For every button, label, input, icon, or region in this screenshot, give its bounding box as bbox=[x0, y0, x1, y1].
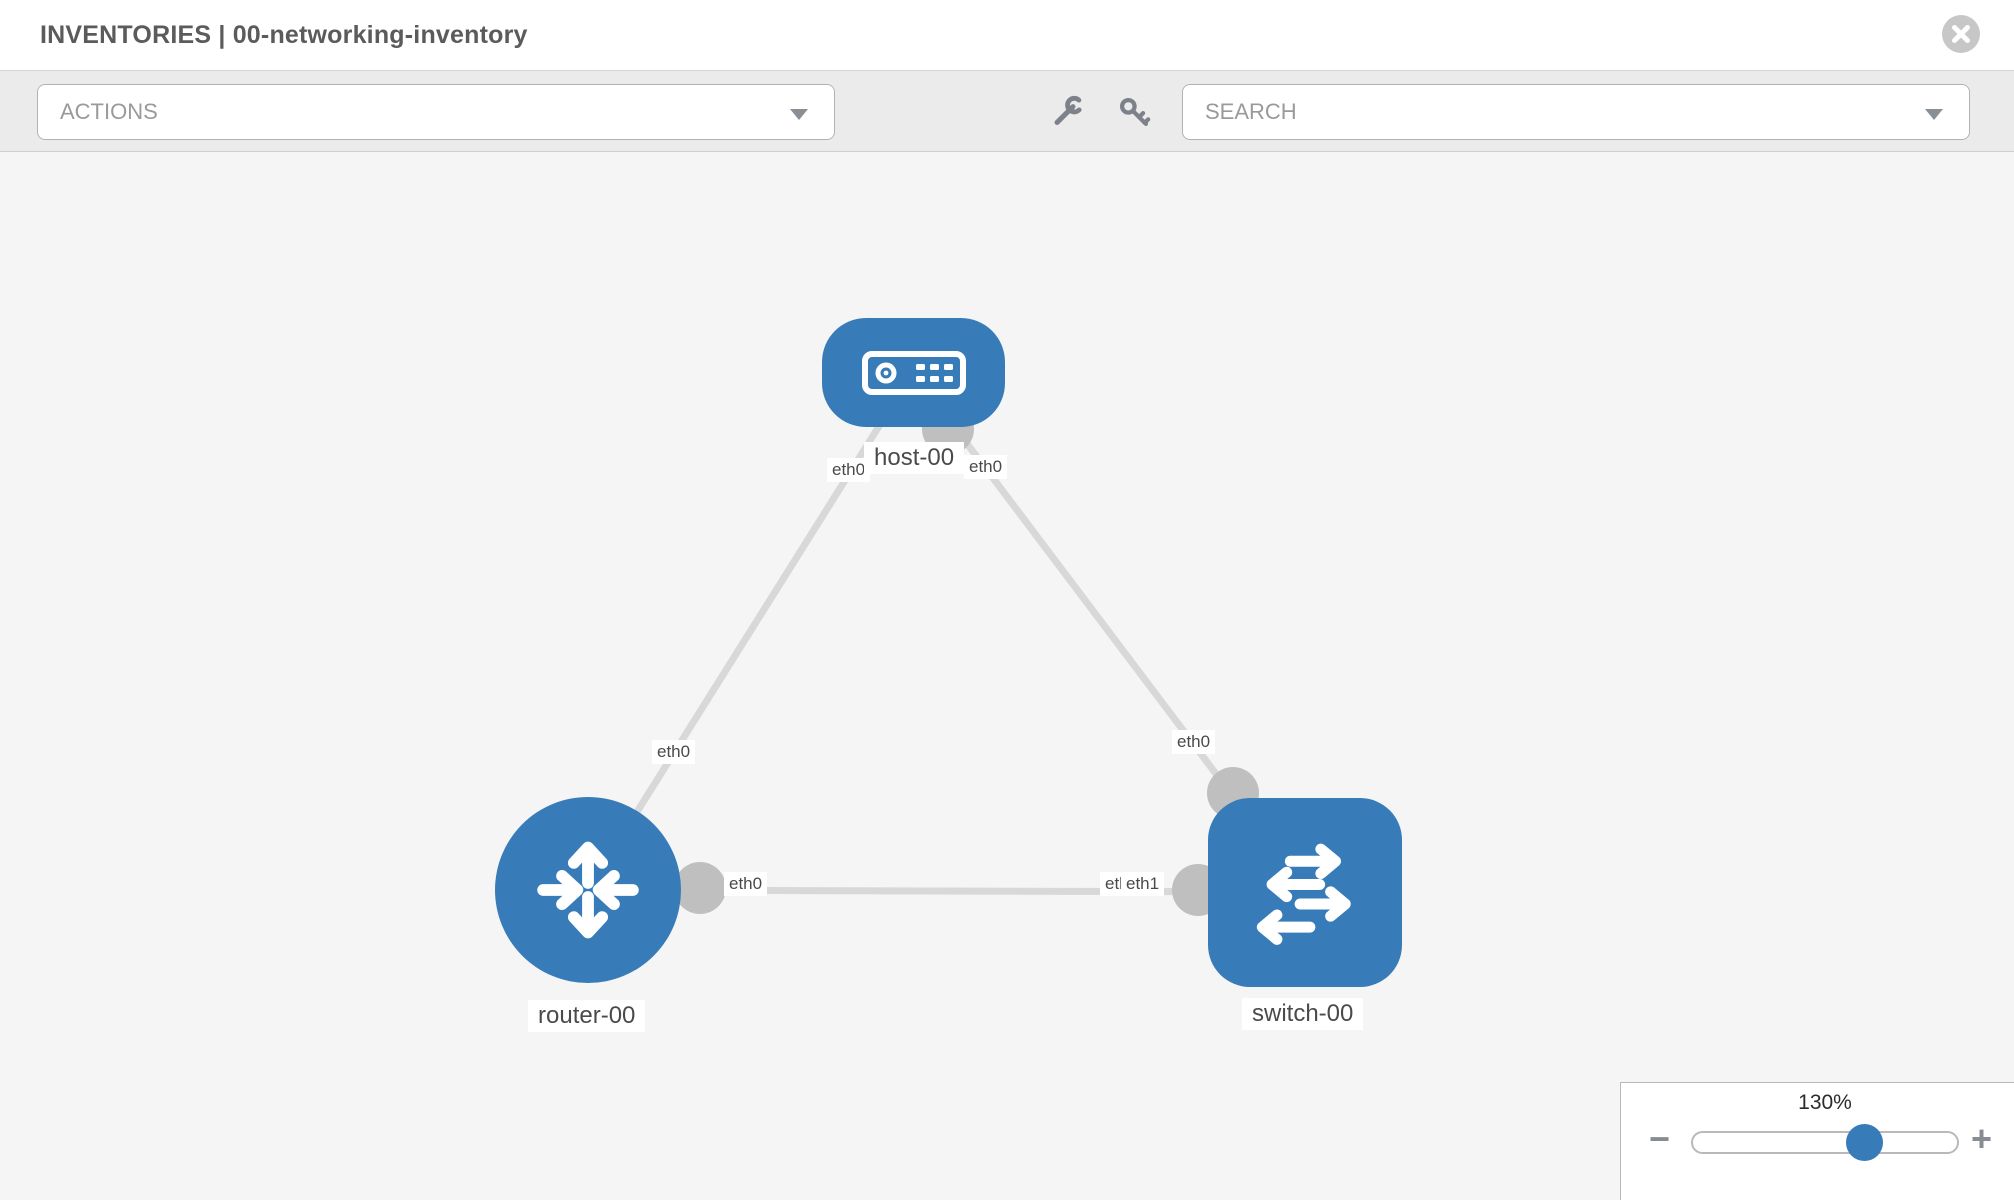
key-icon bbox=[1119, 97, 1151, 127]
actions-dropdown[interactable]: ACTIONS bbox=[37, 84, 835, 140]
link-label-switch-eth0: eth0 bbox=[1172, 730, 1216, 754]
node-label-switch-00: switch-00 bbox=[1242, 998, 1364, 1030]
caret-down-icon bbox=[1925, 109, 1943, 120]
zoom-in-button[interactable]: + bbox=[1971, 1118, 1993, 1159]
toolbar: ACTIONS SEARCH bbox=[0, 70, 2014, 152]
close-button[interactable] bbox=[1942, 15, 1980, 53]
node-label-host-00: host-00 bbox=[864, 442, 965, 474]
actions-dropdown-label: ACTIONS bbox=[60, 99, 158, 124]
switch-icon bbox=[1256, 843, 1351, 945]
close-icon bbox=[1952, 25, 1970, 43]
port-router-eth0[interactable] bbox=[674, 862, 726, 914]
node-router-00[interactable] bbox=[495, 797, 681, 983]
zoom-out-button[interactable]: − bbox=[1649, 1118, 1671, 1159]
zoom-slider-track[interactable] bbox=[1691, 1131, 1959, 1154]
search-dropdown[interactable]: SEARCH bbox=[1182, 84, 1970, 140]
caret-down-icon bbox=[790, 109, 808, 120]
node-switch-00[interactable] bbox=[1208, 798, 1402, 987]
credentials-button[interactable] bbox=[1117, 95, 1153, 131]
page-header: INVENTORIES | 00-networking-inventory bbox=[0, 0, 2014, 70]
node-host-00[interactable] bbox=[822, 318, 1005, 427]
search-dropdown-label: SEARCH bbox=[1205, 99, 1297, 124]
router-icon bbox=[537, 841, 639, 939]
configure-button[interactable] bbox=[1050, 95, 1086, 131]
topology-canvas[interactable]: eth0 eth0 eth0 eth0 eth0 eth0 eth1 host-… bbox=[0, 152, 2014, 1200]
page-title: INVENTORIES | 00-networking-inventory bbox=[40, 21, 528, 49]
node-label-router-00: router-00 bbox=[528, 1000, 646, 1032]
link-label-host-eth0-right: eth0 bbox=[964, 455, 1008, 479]
link-label-host-eth0-left: eth0 bbox=[827, 458, 871, 482]
link-label-router-eth0-up: eth0 bbox=[652, 740, 696, 764]
zoom-control-panel: 130% − + bbox=[1620, 1082, 2014, 1200]
zoom-slider-handle[interactable] bbox=[1846, 1124, 1883, 1161]
host-icon bbox=[861, 350, 966, 395]
zoom-percentage: 130% bbox=[1798, 1091, 1852, 1114]
wrench-icon bbox=[1054, 95, 1082, 126]
link-label-router-eth0-side: eth0 bbox=[724, 872, 768, 896]
link-label-switch-eth1-front: eth1 bbox=[1121, 872, 1165, 896]
links-layer bbox=[585, 369, 1308, 916]
